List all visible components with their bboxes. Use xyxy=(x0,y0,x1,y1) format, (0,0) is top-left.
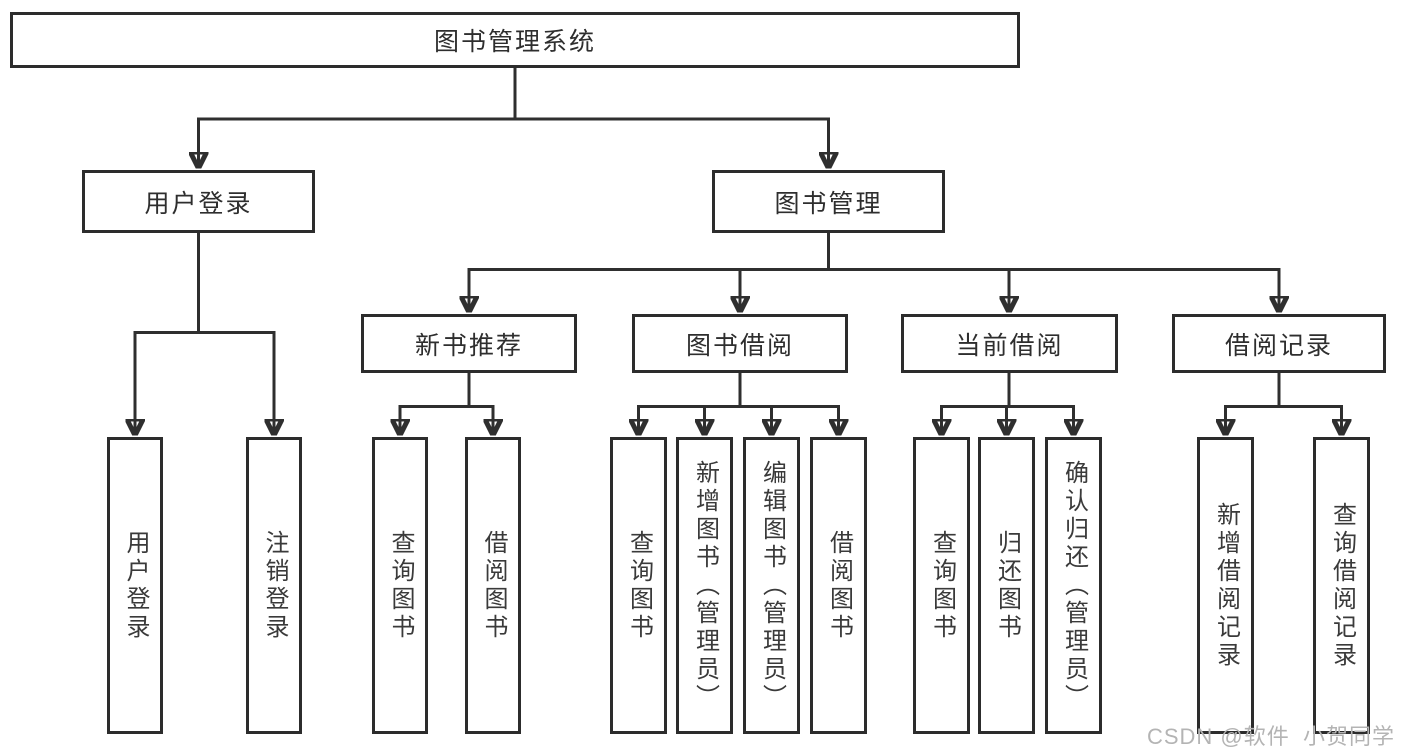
node-current-borrowing: 当前借阅 xyxy=(901,314,1118,373)
node-new-book-recommend: 新书推荐 xyxy=(361,314,577,373)
connector-newbook-leaves xyxy=(400,373,493,433)
leaf-logout: 注销登录 xyxy=(246,437,302,734)
leaf-label: 查询图书 xyxy=(928,529,956,642)
node-user-login: 用户登录 xyxy=(82,170,315,233)
leaf-label: 查询借阅记录 xyxy=(1328,501,1356,670)
leaf-label: 查询图书 xyxy=(625,529,653,642)
leaf-label: 新增借阅记录 xyxy=(1212,501,1240,670)
leaf-label: 注销登录 xyxy=(261,529,288,642)
node-library-system-root: 图书管理系统 xyxy=(10,12,1020,68)
connector-current-leaves xyxy=(942,373,1074,433)
leaf-borrow-books: 借阅图书 xyxy=(810,437,867,734)
leaf-query-books-borrow: 查询图书 xyxy=(610,437,667,734)
leaf-label: 确认归还（管理员） xyxy=(1060,459,1088,712)
leaf-label: 借阅图书 xyxy=(480,529,507,642)
leaf-user-login: 用户登录 xyxy=(107,437,163,734)
leaf-edit-books-admin: 编辑图书（管理员） xyxy=(743,437,800,734)
leaf-add-books-admin: 新增图书（管理员） xyxy=(676,437,733,734)
csdn-watermark: CSDN @软件_小贺同学 xyxy=(1146,724,1395,747)
leaf-label: 用户登录 xyxy=(122,529,149,642)
leaf-label: 查询图书 xyxy=(387,529,414,642)
leaf-confirm-return-admin: 确认归还（管理员） xyxy=(1045,437,1102,734)
leaf-return-books: 归还图书 xyxy=(978,437,1035,734)
node-borrowing-records: 借阅记录 xyxy=(1172,314,1386,373)
connector-userlogin-leaves xyxy=(135,233,274,433)
connector-borrow-leaves xyxy=(639,373,839,433)
leaf-label: 归还图书 xyxy=(993,529,1021,642)
leaf-label: 借阅图书 xyxy=(825,529,853,642)
leaf-query-books-recommend: 查询图书 xyxy=(372,437,428,734)
connector-root-to-level1 xyxy=(199,68,829,166)
leaf-add-borrow-record: 新增借阅记录 xyxy=(1197,437,1254,734)
node-book-management: 图书管理 xyxy=(712,170,945,233)
leaf-label: 编辑图书（管理员） xyxy=(758,459,786,712)
node-book-borrowing: 图书借阅 xyxy=(632,314,848,373)
leaf-query-books-current: 查询图书 xyxy=(913,437,970,734)
leaf-borrow-books-recommend: 借阅图书 xyxy=(465,437,521,734)
leaf-query-borrow-record: 查询借阅记录 xyxy=(1313,437,1370,734)
connector-bookmgmt-to-level2 xyxy=(469,233,1279,310)
connector-records-leaves xyxy=(1226,373,1342,433)
leaf-label: 新增图书（管理员） xyxy=(691,459,719,712)
